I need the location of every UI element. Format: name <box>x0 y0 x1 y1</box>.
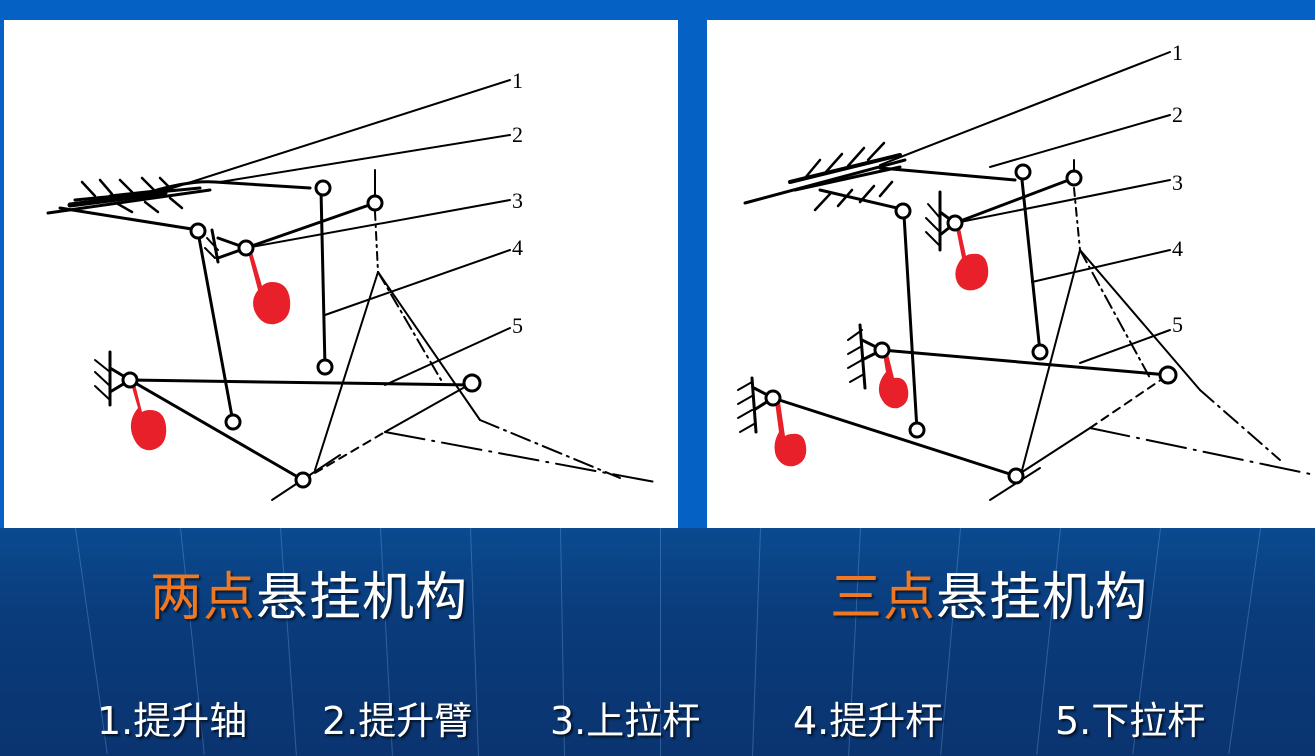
legend-number: 5. <box>1055 699 1092 743</box>
top-band <box>0 0 1315 20</box>
callout-3: 3 <box>512 188 523 213</box>
two-point-hitch-drawing: 1 2 3 4 5 <box>46 68 656 501</box>
legend-label: 下拉杆 <box>1091 699 1206 743</box>
legend-number: 4. <box>793 699 830 743</box>
legend-label: 上拉杆 <box>586 699 701 743</box>
left-margin <box>0 0 4 528</box>
decor-streak <box>752 528 761 756</box>
legend-item-4: 4.提升杆 <box>793 696 943 746</box>
title-rest: 悬挂机构 <box>936 568 1149 628</box>
legend-label: 提升杆 <box>829 699 944 743</box>
decor-streak <box>660 528 661 756</box>
two-point-hitch-title: 两点悬挂机构 <box>150 566 468 630</box>
callout-2: 2 <box>1172 102 1183 127</box>
callout-2: 2 <box>512 122 523 147</box>
legend-number: 3. <box>550 699 587 743</box>
callout-1: 1 <box>512 68 523 93</box>
legend-number: 2. <box>322 699 359 743</box>
three-point-hitch-title: 三点悬挂机构 <box>830 566 1148 630</box>
three-point-hitch-diagram: 1 2 3 4 5 <box>707 20 1315 528</box>
counterweight-icon <box>130 252 291 451</box>
callout-4: 4 <box>512 235 523 260</box>
legend-item-5: 5.下拉杆 <box>1055 696 1205 746</box>
legend-number: 1. <box>97 699 134 743</box>
legend-item-1: 1.提升轴 <box>97 696 247 746</box>
three-point-hitch-drawing: 1 2 3 4 5 <box>737 40 1315 501</box>
title-highlight: 三点 <box>830 568 937 628</box>
decor-streak <box>1228 528 1261 754</box>
title-rest: 悬挂机构 <box>256 568 469 628</box>
decor-streak <box>280 528 297 756</box>
callout-3: 3 <box>1172 170 1183 195</box>
legend-item-2: 2.提升臂 <box>322 696 472 746</box>
legend-label: 提升轴 <box>133 699 248 743</box>
caption-area <box>0 528 1315 756</box>
legend-item-3: 3.上拉杆 <box>550 696 700 746</box>
callout-4: 4 <box>1172 236 1183 261</box>
title-highlight: 两点 <box>150 568 257 628</box>
panel-divider <box>678 0 707 528</box>
counterweight-icon <box>774 228 989 467</box>
two-point-hitch-diagram: 1 2 3 4 5 <box>4 20 678 528</box>
legend-label: 提升臂 <box>358 699 473 743</box>
callout-1: 1 <box>1172 40 1183 65</box>
callout-5: 5 <box>1172 312 1183 337</box>
callout-5: 5 <box>512 313 523 338</box>
